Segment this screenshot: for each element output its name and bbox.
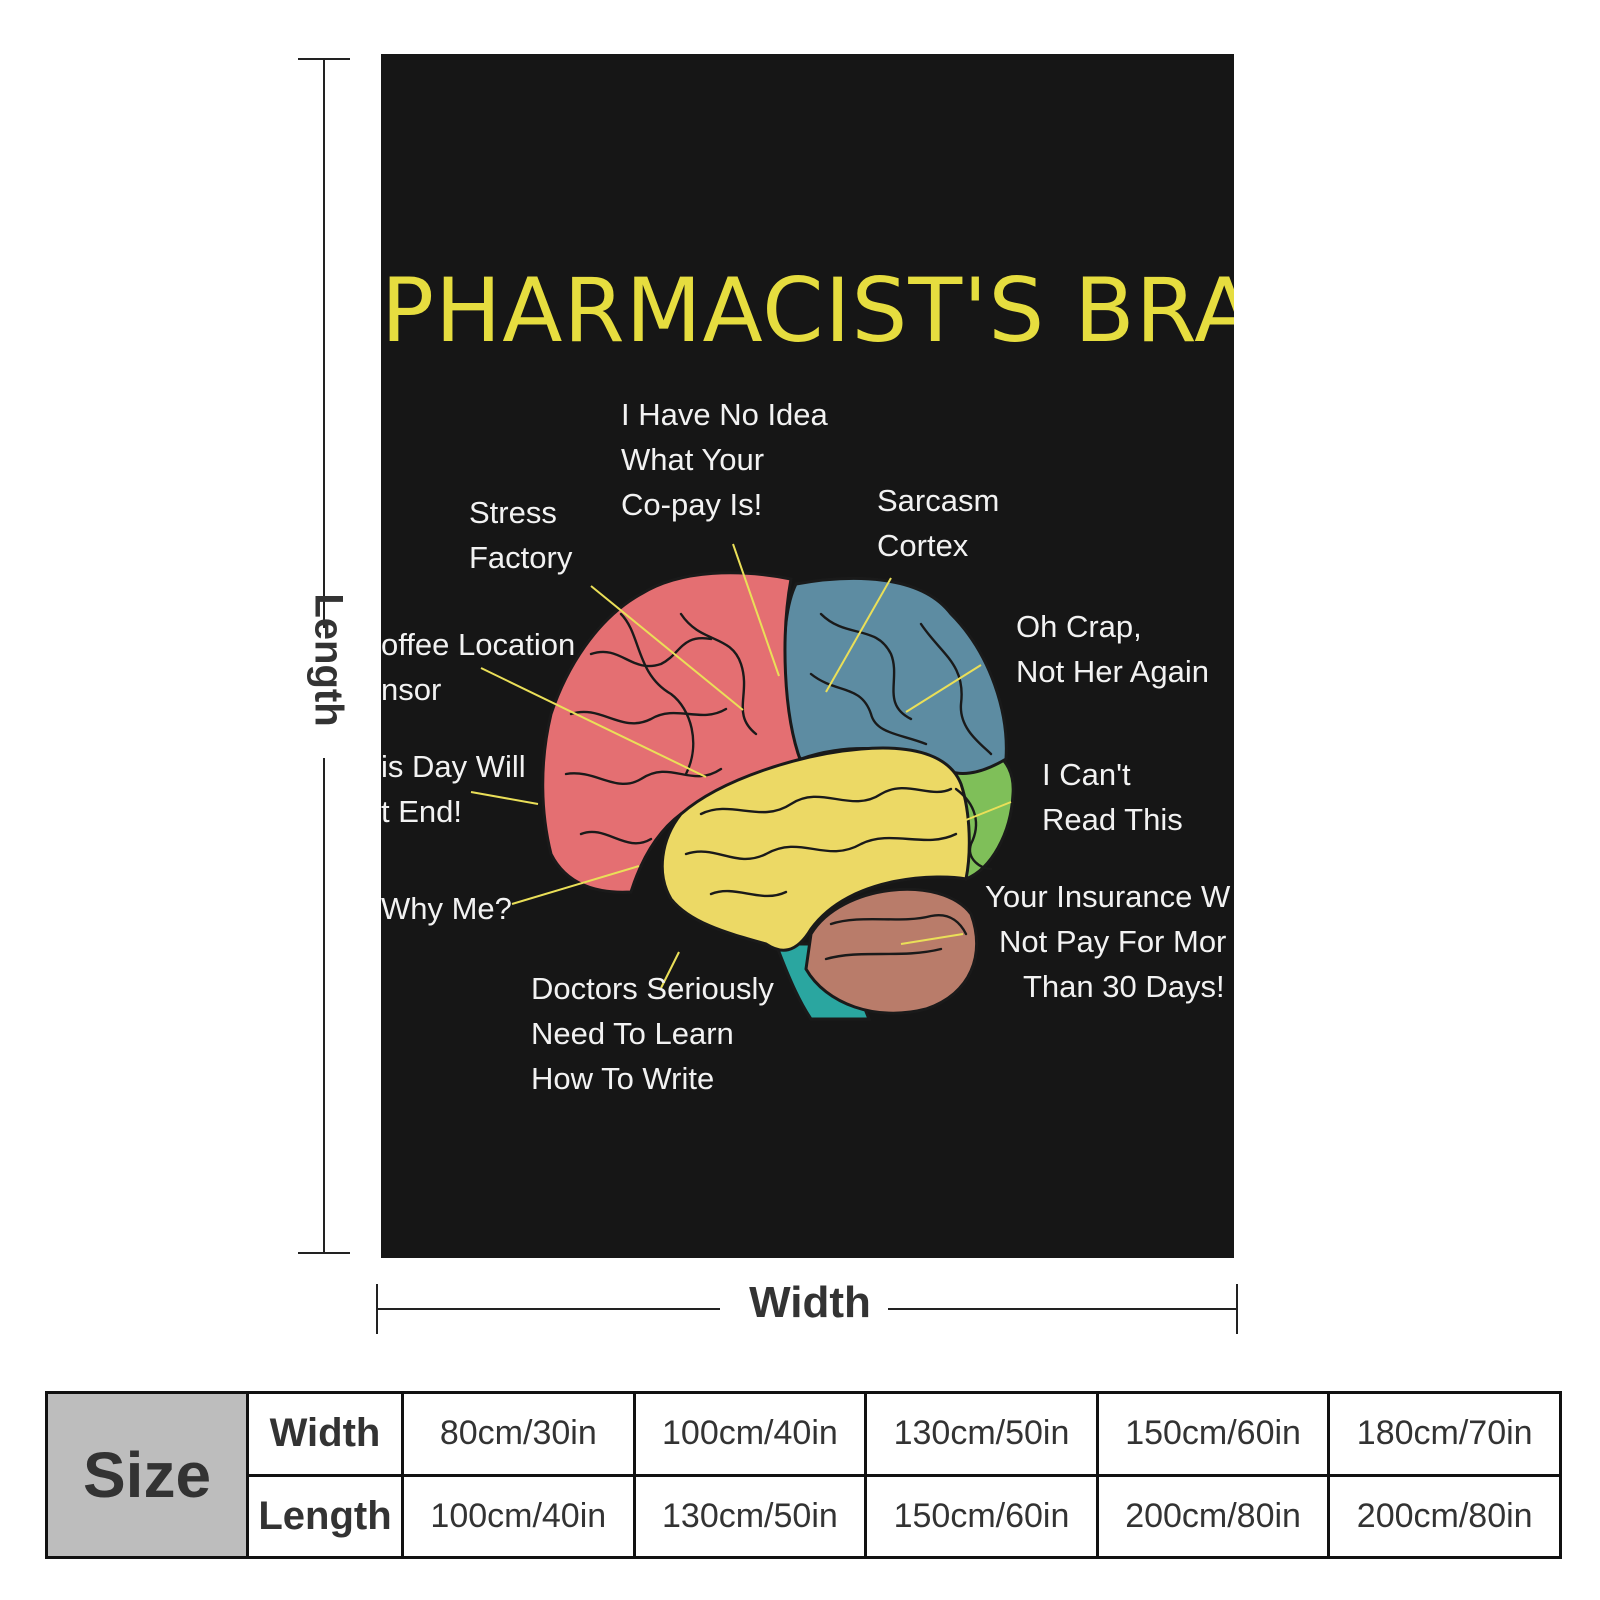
label-whyme: Why Me? — [381, 891, 512, 926]
artwork-title: PHARMACIST'S BRAIN — [381, 259, 1234, 362]
row-label-width: Width — [246, 1391, 404, 1477]
table-cell: 180cm/70in — [1327, 1391, 1562, 1477]
table-row: Length 100cm/40in 130cm/50in 150cm/60in … — [47, 1473, 1562, 1559]
label-insurance: Your Insurance W Not Pay For Mor Than 30… — [985, 879, 1231, 1004]
brain-gyri — [564, 612, 993, 961]
length-label: Length — [306, 593, 351, 727]
row-label-length: Length — [246, 1473, 404, 1559]
width-label: Width — [749, 1278, 871, 1327]
table-cell: 150cm/60in — [864, 1473, 1099, 1559]
label-ohcrap: Oh Crap,Not Her Again — [1016, 609, 1209, 689]
size-header: Size — [45, 1391, 249, 1559]
length-dimension-marker — [298, 58, 350, 1254]
table-cell: 100cm/40in — [401, 1473, 636, 1559]
brain-illustration — [470, 543, 1015, 1021]
table-cell: 200cm/80in — [1327, 1473, 1562, 1559]
size-table: Size Width 80cm/30in 100cm/40in 130cm/50… — [45, 1391, 1562, 1559]
pointer-lines — [470, 543, 1012, 989]
table-cell: 100cm/40in — [632, 1391, 868, 1477]
table-cell: 200cm/80in — [1095, 1473, 1331, 1559]
table-cell: 130cm/50in — [864, 1391, 1099, 1477]
width-dimension-marker — [376, 1284, 1238, 1334]
table-cell: 130cm/50in — [632, 1473, 868, 1559]
table-row: Size Width 80cm/30in 100cm/40in 130cm/50… — [45, 1391, 1562, 1559]
table-cell: 150cm/60in — [1095, 1391, 1331, 1477]
table-cell: 80cm/30in — [401, 1391, 636, 1477]
